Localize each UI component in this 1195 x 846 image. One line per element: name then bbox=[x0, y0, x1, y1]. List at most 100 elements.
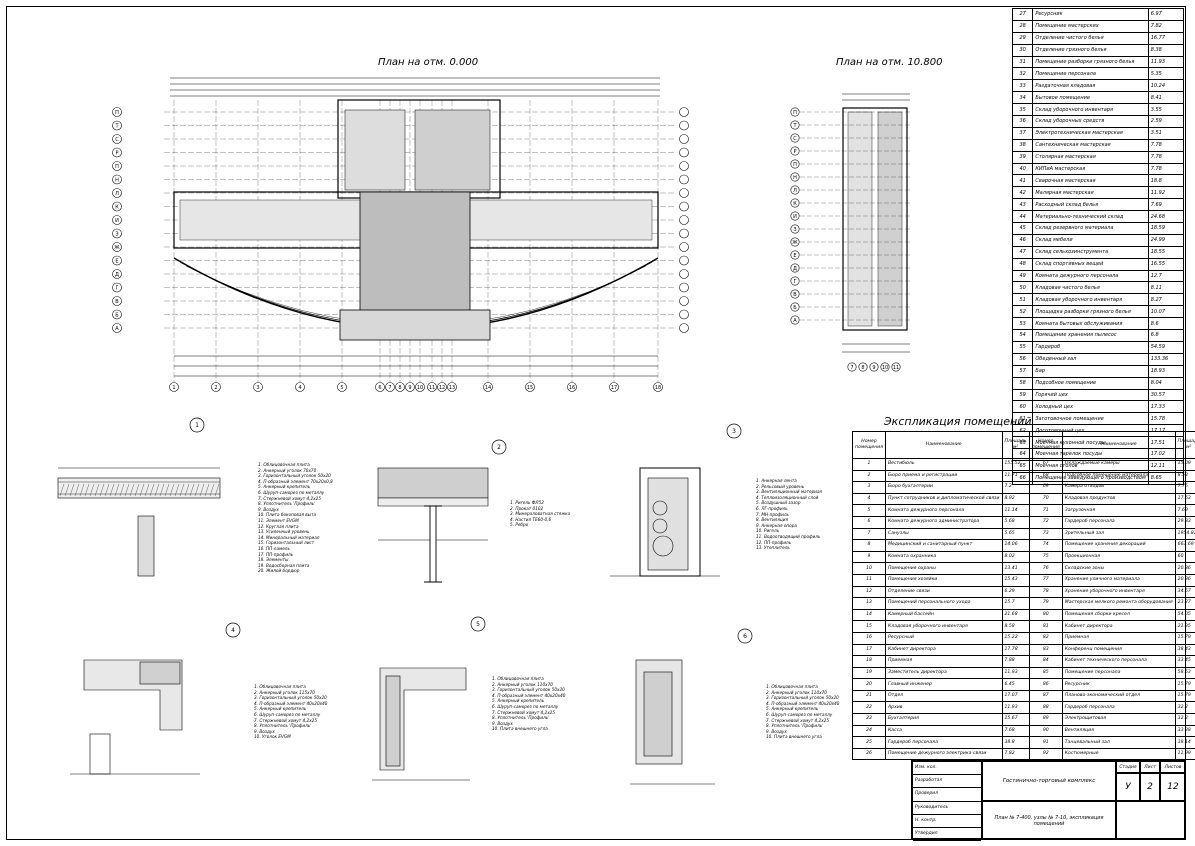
plan2-axis-label-left: Б bbox=[793, 305, 797, 311]
room-number: 20 bbox=[851, 678, 887, 691]
axis-marker-right bbox=[679, 120, 689, 131]
axis-marker-right bbox=[679, 282, 689, 293]
plan2-axis-label-bottom: 7 bbox=[850, 365, 853, 371]
room-area: 10.07 bbox=[1147, 305, 1185, 319]
explication-header: Номер помещения bbox=[1028, 431, 1063, 459]
axis-label-bottom: 18 bbox=[655, 385, 661, 391]
room-area: 23.27 bbox=[1174, 597, 1195, 610]
plan2-axis-label-left: Р bbox=[793, 149, 796, 155]
room-area: 11.71 bbox=[1001, 469, 1030, 483]
room-name: Горячий цех bbox=[1032, 388, 1149, 402]
axis-marker-left bbox=[112, 161, 122, 171]
room-area: 7.82 bbox=[1147, 19, 1185, 33]
room-area: 18.93 bbox=[1147, 364, 1185, 378]
room-number: 85 bbox=[1028, 666, 1063, 680]
legend-item: 10. Ригель bbox=[756, 528, 780, 534]
node-marker-2 bbox=[491, 439, 507, 455]
title-block-role: Н. контр. bbox=[913, 815, 981, 828]
plan2-axis-label-left: В bbox=[793, 292, 797, 298]
room-area: 32.2 bbox=[1174, 713, 1195, 726]
axis-label-left: Р bbox=[115, 151, 118, 157]
explication-title: Экспликация помещений bbox=[884, 415, 1032, 428]
title-block-role: Разработал bbox=[913, 775, 981, 789]
room-name: Помещения охраны bbox=[885, 562, 1003, 575]
room-number: 61 bbox=[1011, 412, 1034, 426]
room-number: 45 bbox=[1011, 222, 1034, 235]
legend-item: 13. Усиленный уровень bbox=[258, 529, 310, 535]
axis-marker-left bbox=[112, 269, 122, 279]
drawing-frame bbox=[6, 6, 1186, 840]
room-name: Гардероб персонала bbox=[1061, 701, 1176, 715]
room-name: Приемная bbox=[885, 655, 1003, 668]
room-area: 1954.82 bbox=[1174, 527, 1195, 541]
room-area: 14.06 bbox=[1001, 539, 1030, 552]
axis-label-bottom: 9 bbox=[408, 385, 411, 391]
node-label-2: 2 bbox=[497, 444, 501, 451]
room-number: 87 bbox=[1028, 689, 1063, 703]
legend-item: 4. П-образный элемент 40х20х40 bbox=[766, 700, 840, 706]
legend-item: 8. Уплотнитель 'Профиль' bbox=[766, 723, 824, 729]
room-name: Холодный цех bbox=[1032, 400, 1149, 414]
room-number: 81 bbox=[1028, 620, 1063, 633]
legend-item: 4. Настил ТЕ60-0,6 bbox=[510, 516, 552, 522]
axis-marker-right bbox=[679, 107, 689, 117]
axis-label-left: Г bbox=[115, 286, 118, 292]
room-number: 9 bbox=[851, 550, 887, 564]
room-area: 21.35 bbox=[1174, 620, 1195, 633]
room-area: 15.78 bbox=[1147, 412, 1185, 426]
axis-marker-bottom bbox=[653, 382, 663, 392]
detail-node-6 bbox=[630, 659, 715, 785]
room-number: 27 bbox=[1011, 8, 1034, 21]
plan2-axis-marker-left bbox=[790, 185, 800, 195]
axis-marker-right bbox=[679, 174, 689, 185]
room-name: Помещение персонала bbox=[1032, 67, 1149, 81]
room-area: 7.68 bbox=[1001, 724, 1030, 738]
room-number: 71 bbox=[1028, 504, 1063, 517]
room-number: 88 bbox=[1028, 701, 1063, 715]
legend-item: 6. Шуруп-саморез по металлу bbox=[766, 711, 833, 717]
room-name: Подсобное помещение материала bbox=[1061, 469, 1176, 483]
room-area: 34.57 bbox=[1174, 585, 1195, 599]
axis-label-bottom: 4 bbox=[298, 385, 301, 391]
room-number: 34 bbox=[1011, 91, 1034, 105]
room-name: Помещений персонального ухода bbox=[885, 597, 1003, 610]
plan2-axis-label-left: К bbox=[793, 201, 797, 207]
room-name: Комната дежурного персонала bbox=[885, 504, 1003, 517]
room-name: Бар bbox=[1032, 364, 1149, 378]
legend-item: 4. Теплоизоляционный слой bbox=[756, 494, 819, 500]
axis-marker-right bbox=[679, 188, 689, 198]
room-name: Хранение уборочного инвентаря bbox=[1061, 585, 1176, 599]
plan2-axis-label-bottom: 11 bbox=[893, 365, 899, 371]
room-name: Ресурсный bbox=[885, 631, 1003, 645]
axis-marker-right bbox=[679, 323, 689, 333]
plan2-axis-label-bottom: 9 bbox=[872, 365, 875, 371]
axis-marker-right bbox=[679, 147, 689, 158]
explication-header: Наименование bbox=[1061, 431, 1176, 459]
plan2-axis-marker-bottom bbox=[891, 362, 901, 372]
axis-label-bottom: 6 bbox=[378, 385, 381, 391]
legend-item: 1. Облицовочная плита bbox=[766, 684, 818, 689]
detail-node-2 bbox=[377, 467, 489, 583]
plan2-axis-label-left: Д bbox=[793, 266, 797, 272]
room-name: Планово-экономический отдел bbox=[1061, 689, 1176, 703]
stage-label: Стадия bbox=[1116, 761, 1140, 773]
room-area: 11.99 bbox=[1174, 747, 1195, 761]
room-name: Охлаждаемые камеры bbox=[1061, 458, 1176, 471]
legend-item: 7. Стержневой хомут 4,2х25 bbox=[492, 709, 556, 715]
room-name: Ресурсник bbox=[1032, 8, 1149, 21]
legend-item: 8. Вентиляция bbox=[756, 517, 788, 523]
room-area: 8.38 bbox=[1147, 43, 1185, 57]
plan2-axis-marker-bottom bbox=[869, 362, 879, 372]
room-area: 8.58 bbox=[1001, 620, 1030, 633]
axis-label-left: Н bbox=[115, 178, 119, 184]
room-area: 11.93 bbox=[1001, 666, 1030, 680]
axis-marker-left bbox=[112, 228, 122, 239]
